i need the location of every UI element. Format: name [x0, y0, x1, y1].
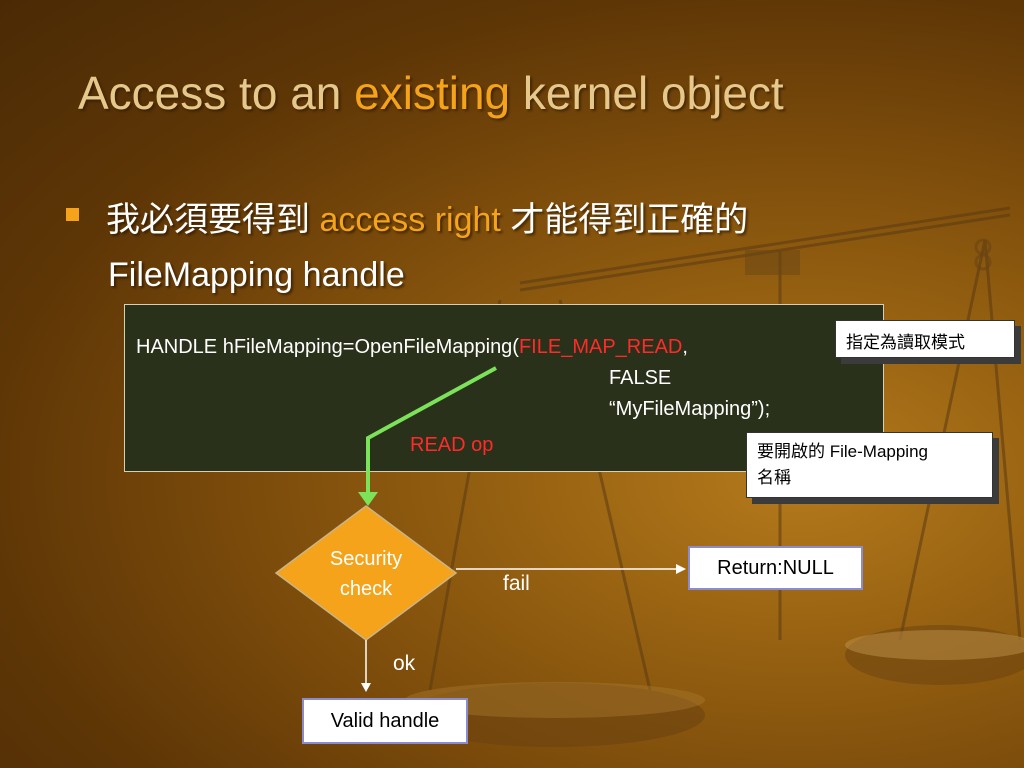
bullet-text-part2: 才能得到正確的	[510, 201, 749, 239]
fail-label: fail	[503, 572, 530, 595]
code-arg-file-map-read: FILE_MAP_READ	[518, 336, 683, 358]
code-call-prefix: HANDLE hFileMapping=OpenFileMapping(	[136, 336, 519, 358]
valid-handle-box: Valid handle	[302, 698, 468, 744]
callout-mapping-name: 要開啟的 File-Mapping 名稱	[746, 432, 993, 498]
read-op-arrow	[366, 366, 497, 496]
code-arg1-suffix: ,	[682, 336, 688, 358]
valid-handle-text: Valid handle	[330, 709, 440, 732]
fail-arrowhead	[676, 564, 686, 574]
callout-read-mode-text: 指定為讀取模式	[846, 333, 965, 352]
ok-label: ok	[393, 652, 416, 675]
code-line-1: HANDLE hFileMapping=OpenFileMapping(FILE…	[136, 336, 688, 359]
read-op-arrowhead	[358, 492, 378, 506]
security-check-line2: check	[339, 578, 393, 600]
security-check-line1: Security	[329, 548, 403, 570]
read-op-label: READ op	[410, 434, 494, 456]
callout-mapping-name-line2: 名稱	[757, 468, 791, 487]
return-null-box: Return:NULL	[688, 546, 863, 590]
bullet-line-2: FileMapping handle	[108, 256, 405, 294]
security-check-label: Security check	[306, 544, 426, 604]
code-arg-false: FALSE	[609, 367, 672, 389]
title-text-after: kernel object	[522, 67, 784, 119]
slide-title: Access to an existing kernel object	[78, 66, 784, 120]
callout-read-mode: 指定為讀取模式	[835, 320, 1015, 358]
bullet-text-part1: 我必須要得到	[106, 201, 310, 239]
ok-arrowhead	[361, 683, 371, 692]
title-text-highlight: existing	[354, 67, 511, 119]
callout-mapping-name-line1: 要開啟的 File-Mapping	[757, 442, 928, 461]
return-null-text: Return:NULL	[717, 556, 834, 579]
bullet-square-icon	[66, 208, 79, 221]
bullet-text-highlight: access right	[319, 201, 501, 239]
code-arg-mapping-name: “MyFileMapping”);	[609, 398, 771, 420]
bullet-line-1: 我必須要得到 access right 才能得到正確的	[106, 192, 748, 241]
title-text-before: Access to an	[78, 67, 342, 119]
